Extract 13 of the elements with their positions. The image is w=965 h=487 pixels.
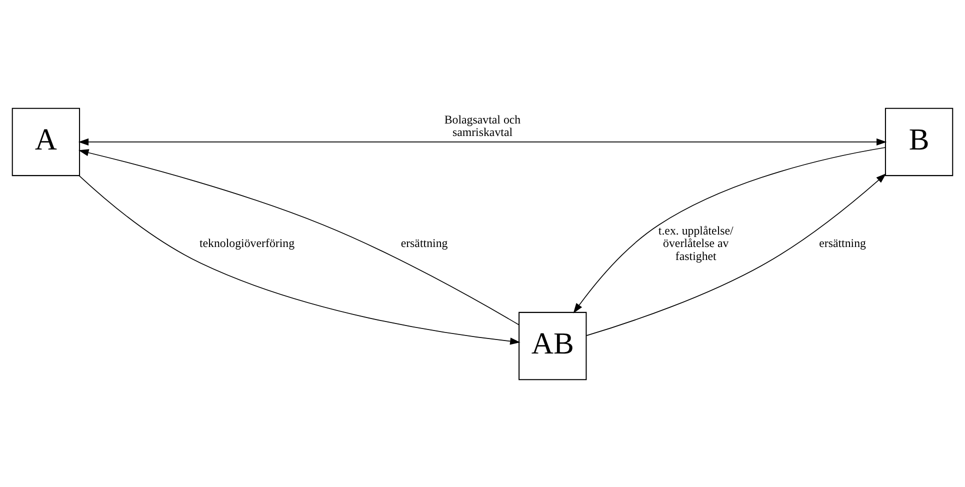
edge-label: ersättning: [400, 236, 448, 250]
edge-label: teknologiöverföring: [199, 236, 295, 250]
node-box: A: [12, 107, 80, 176]
edge-label: ersättning: [819, 236, 866, 250]
arrow: [78, 174, 520, 344]
node-box: B: [884, 107, 954, 176]
arrow: [78, 138, 887, 146]
node-box: AB: [518, 311, 587, 380]
edge-label: t.ex. upplåtelse/ överlåtelse av fastighet: [658, 222, 734, 262]
arrow: [573, 146, 886, 313]
arrow: [586, 172, 886, 336]
arrow: [78, 148, 520, 325]
edge-label: Bolagsavtal och samriskavtal: [444, 112, 521, 139]
